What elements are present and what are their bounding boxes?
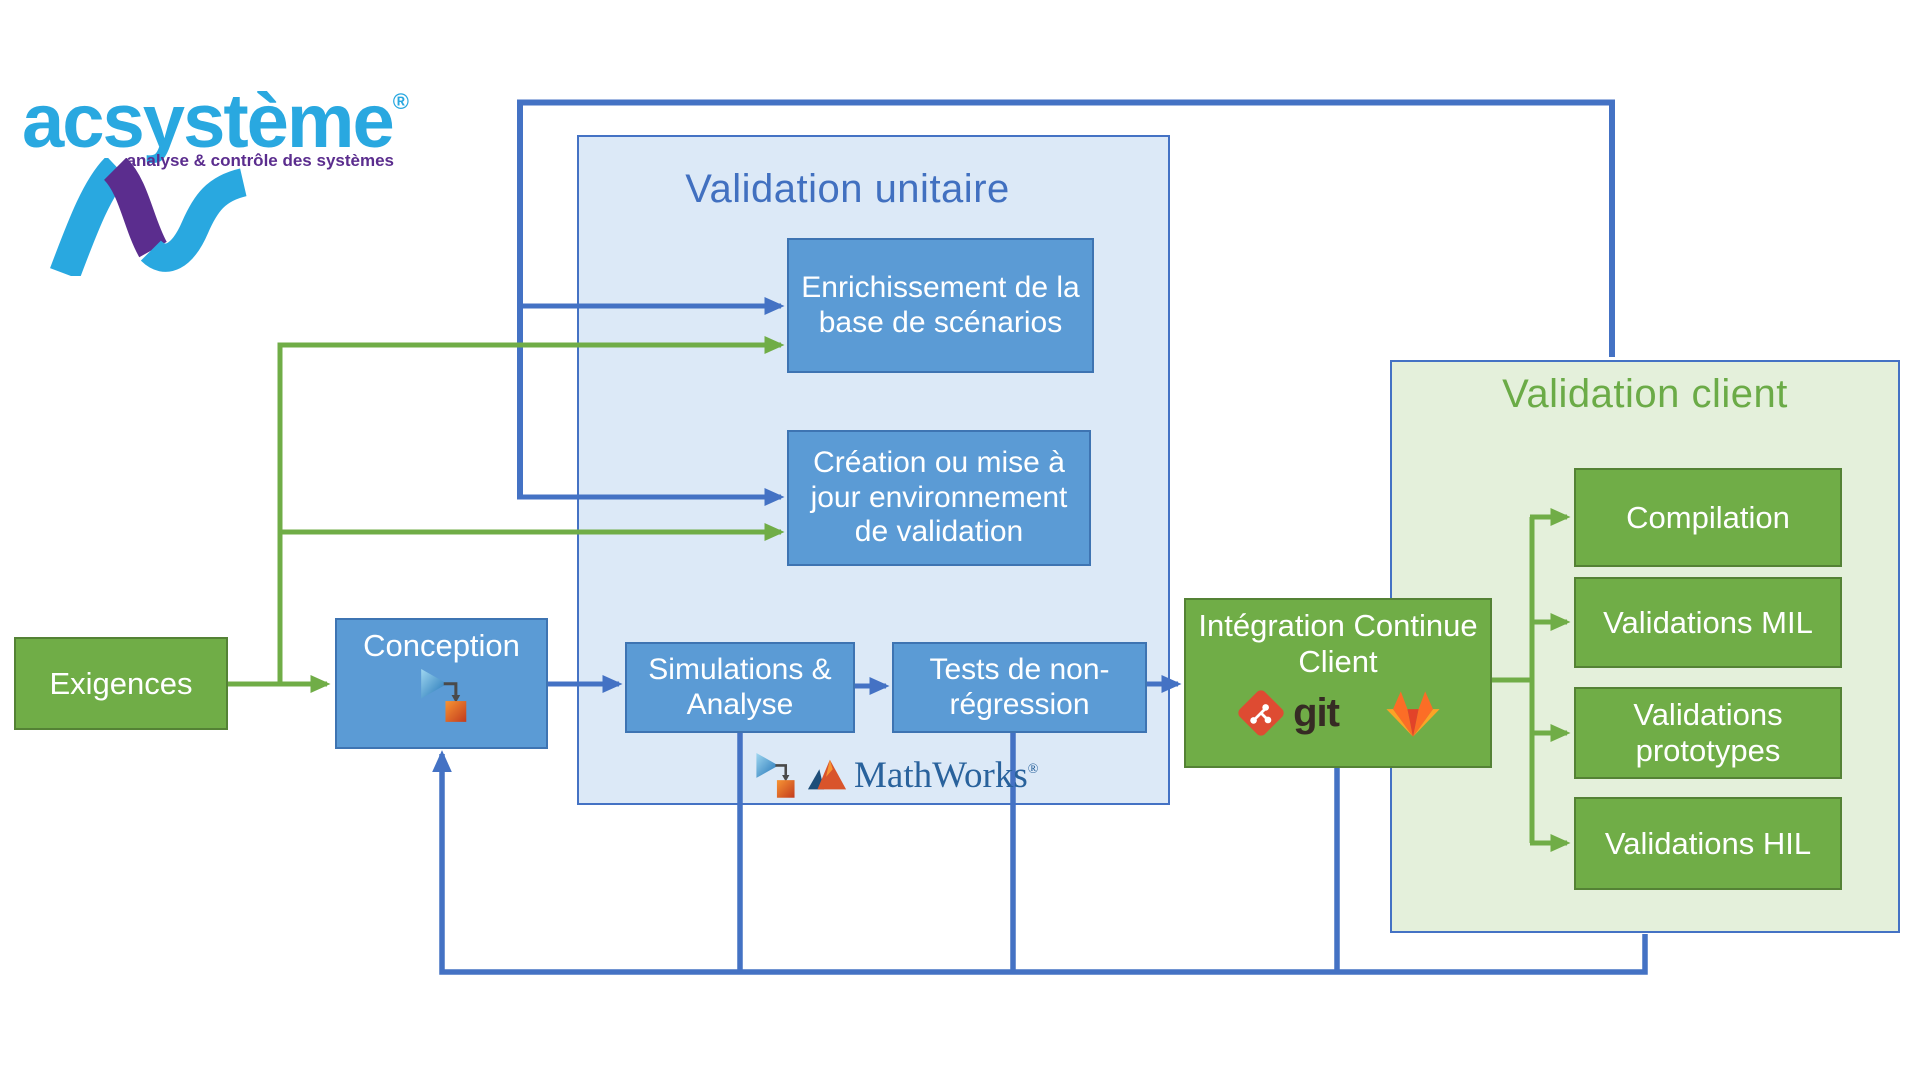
registered-mark: ® bbox=[392, 89, 409, 114]
box-exigences-label: Exigences bbox=[49, 665, 193, 701]
box-compilation: Compilation bbox=[1574, 468, 1842, 567]
feedback-loop-line bbox=[432, 750, 1648, 975]
box-exigences: Exigences bbox=[14, 637, 228, 730]
box-conception-label: Conception bbox=[363, 628, 520, 663]
box-tests-non-regression: Tests de non-régression bbox=[892, 642, 1147, 733]
box-tests-non-regression-label: Tests de non-régression bbox=[929, 653, 1110, 721]
outer-loop-line bbox=[517, 99, 1615, 499]
acsysteme-logo: acsystème® bbox=[22, 78, 409, 165]
box-validations-prototypes: Validations prototypes bbox=[1574, 687, 1842, 779]
acsysteme-wordmark: acsystème bbox=[22, 79, 395, 164]
box-simulations-analyse: Simulations & Analyse bbox=[625, 642, 855, 733]
mathworks-membrane-icon bbox=[807, 759, 847, 790]
box-compilation-label: Compilation bbox=[1626, 499, 1790, 535]
mathworks-registered-mark: ® bbox=[1027, 761, 1039, 777]
acsysteme-wave-icon bbox=[50, 158, 248, 276]
box-enrichissement-label: Enrichissement de la base de scénarios bbox=[801, 271, 1080, 339]
box-validations-mil: Validations MIL bbox=[1574, 577, 1842, 668]
panel-title-validation-unitaire: Validation unitaire bbox=[685, 167, 1010, 211]
mathworks-attribution: MathWorks® bbox=[752, 750, 1038, 800]
box-conception: Conception bbox=[335, 618, 548, 749]
git-logo-label: git bbox=[1293, 691, 1340, 736]
box-integration-continue-client: Intégration Continue Client git bbox=[1184, 598, 1492, 768]
box-simulations-analyse-label: Simulations & Analyse bbox=[648, 653, 832, 721]
box-integration-label: Intégration Continue Client bbox=[1198, 608, 1478, 679]
acsysteme-tagline: analyse & contrôle des systèmes bbox=[126, 151, 394, 170]
mathworks-wordmark: MathWorks bbox=[854, 754, 1028, 796]
simulink-icon bbox=[755, 751, 796, 800]
box-validations-hil-label: Validations HIL bbox=[1604, 825, 1812, 861]
gitlab-tanuki-icon bbox=[1386, 691, 1440, 737]
box-validations-hil: Validations HIL bbox=[1574, 797, 1842, 890]
integration-logos: git bbox=[1235, 687, 1441, 739]
box-creation: Création ou mise à jour environnement de… bbox=[787, 430, 1091, 566]
box-validations-prototypes-label: Validations prototypes bbox=[1633, 697, 1783, 768]
mathworks-logo-label: MathWorks® bbox=[854, 754, 1038, 797]
git-icon bbox=[1238, 690, 1284, 736]
green-arrow-to-enrichissement bbox=[277, 336, 785, 686]
box-validations-mil-label: Validations MIL bbox=[1603, 604, 1813, 640]
box-enrichissement: Enrichissement de la base de scénarios bbox=[787, 238, 1094, 373]
box-creation-label: Création ou mise à jour environnement de… bbox=[810, 446, 1068, 549]
panel-title-validation-client: Validation client bbox=[1502, 372, 1788, 416]
simulink-icon bbox=[419, 667, 468, 724]
